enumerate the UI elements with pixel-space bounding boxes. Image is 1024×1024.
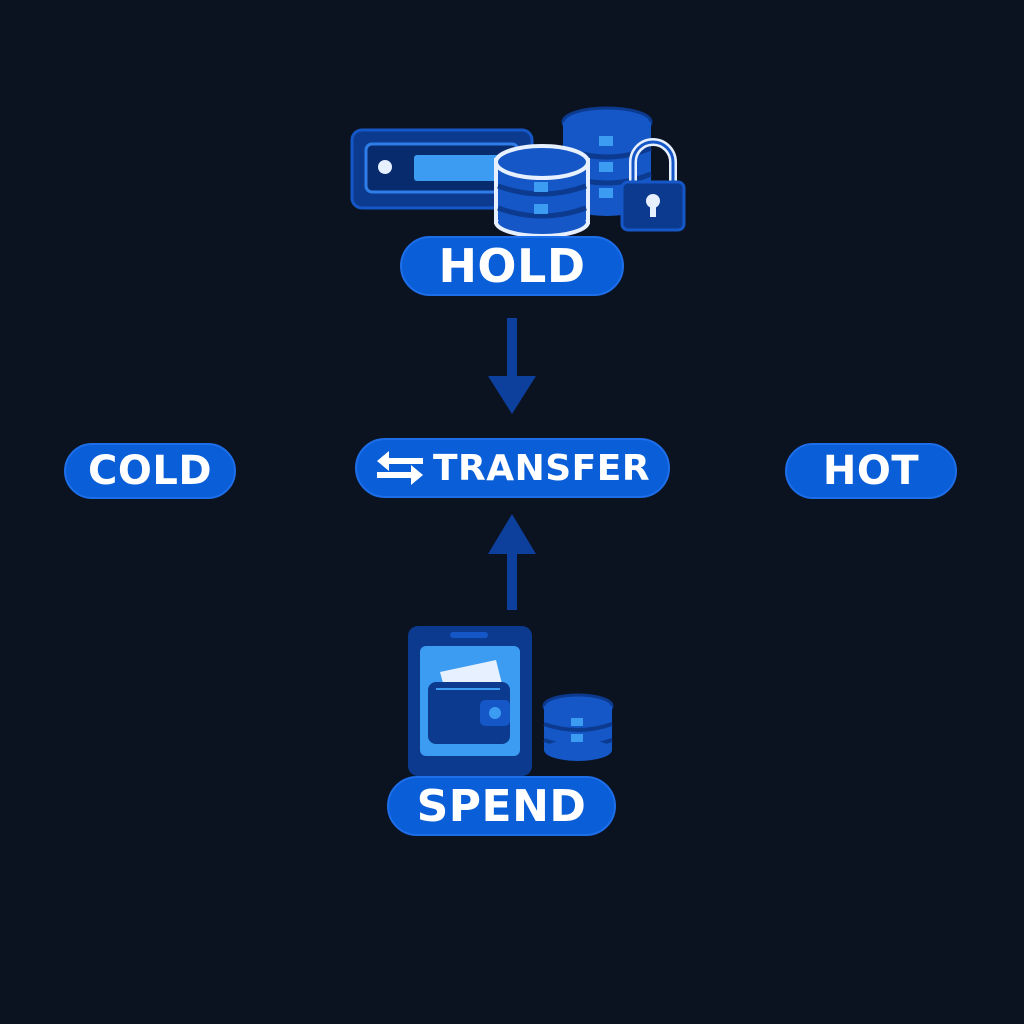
phone-wallet-icon (408, 626, 532, 776)
coin-stack-icon (542, 693, 614, 761)
transfer-label-pill: TRANSFER (355, 438, 670, 498)
arrow-up-icon (488, 514, 536, 610)
spend-icon-group (408, 626, 614, 776)
padlock-icon (620, 138, 686, 232)
hold-icon-group (350, 106, 686, 238)
hot-label: HOT (785, 443, 957, 499)
swap-arrows-icon (376, 451, 423, 485)
spend-label: SPEND (387, 776, 616, 836)
arrow-down-icon (488, 318, 536, 414)
hold-label: HOLD (400, 236, 624, 296)
cold-label: COLD (64, 443, 236, 499)
transfer-label: TRANSFER (432, 447, 651, 489)
database-icon-front (494, 144, 590, 238)
